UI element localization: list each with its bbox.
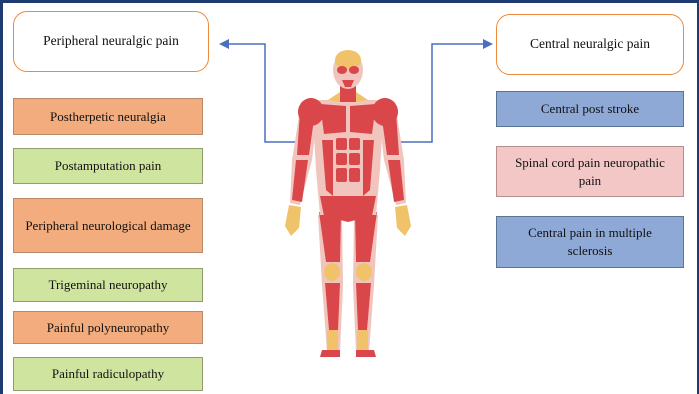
arrow-to-central — [396, 44, 491, 142]
human-muscle-figure — [285, 50, 411, 357]
arrow-to-peripheral — [221, 44, 300, 142]
